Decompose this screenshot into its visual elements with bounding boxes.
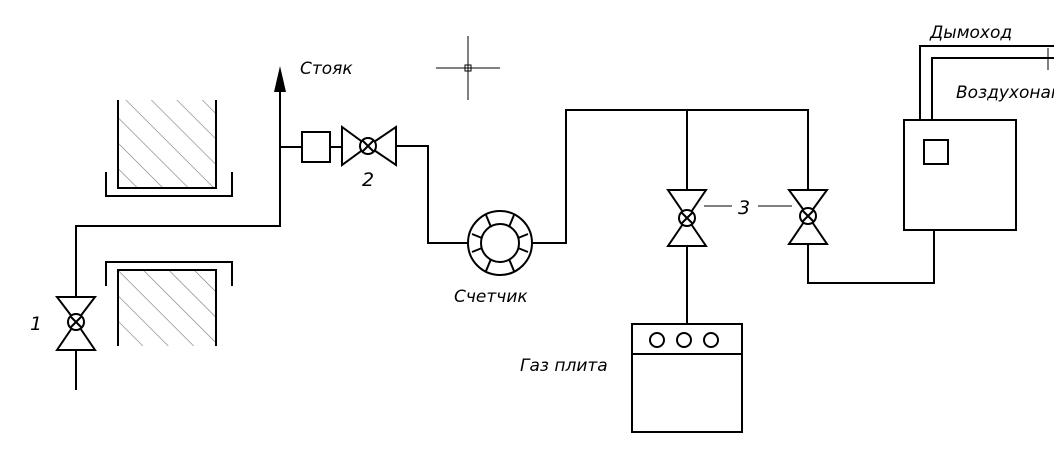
pipe-distribution: [532, 109, 809, 244]
valve-3-number: 3: [738, 197, 750, 219]
pipe-to-meter: [396, 145, 468, 244]
upper-wall-block: [105, 100, 233, 197]
gas-stove-icon: [631, 323, 743, 433]
chimney-icon: [919, 45, 1054, 120]
air-heater-icon: [903, 119, 1017, 231]
chimney-label: Дымоход: [929, 23, 1012, 43]
valve-2-icon: [341, 125, 397, 167]
crosshair-cursor-icon: [436, 36, 500, 100]
pipe-to-heater: [807, 230, 935, 284]
meter-label: Счетчик: [454, 287, 528, 307]
valve-3-stove-icon: [666, 189, 708, 247]
riser-arrow-icon: [274, 66, 286, 92]
valve-3-heater-icon: [787, 189, 829, 245]
riser-label: Стояк: [300, 59, 353, 79]
stove-label: Газ плита: [520, 356, 608, 376]
lower-wall-block: [105, 261, 233, 346]
heater-label: Воздухонагр: [956, 83, 1054, 103]
valve-1-icon: [54, 296, 98, 351]
valve-1-number: 1: [30, 313, 42, 335]
gas-meter-icon: [467, 210, 533, 276]
valve-2-number: 2: [362, 169, 374, 191]
fitting-square: [301, 131, 331, 163]
